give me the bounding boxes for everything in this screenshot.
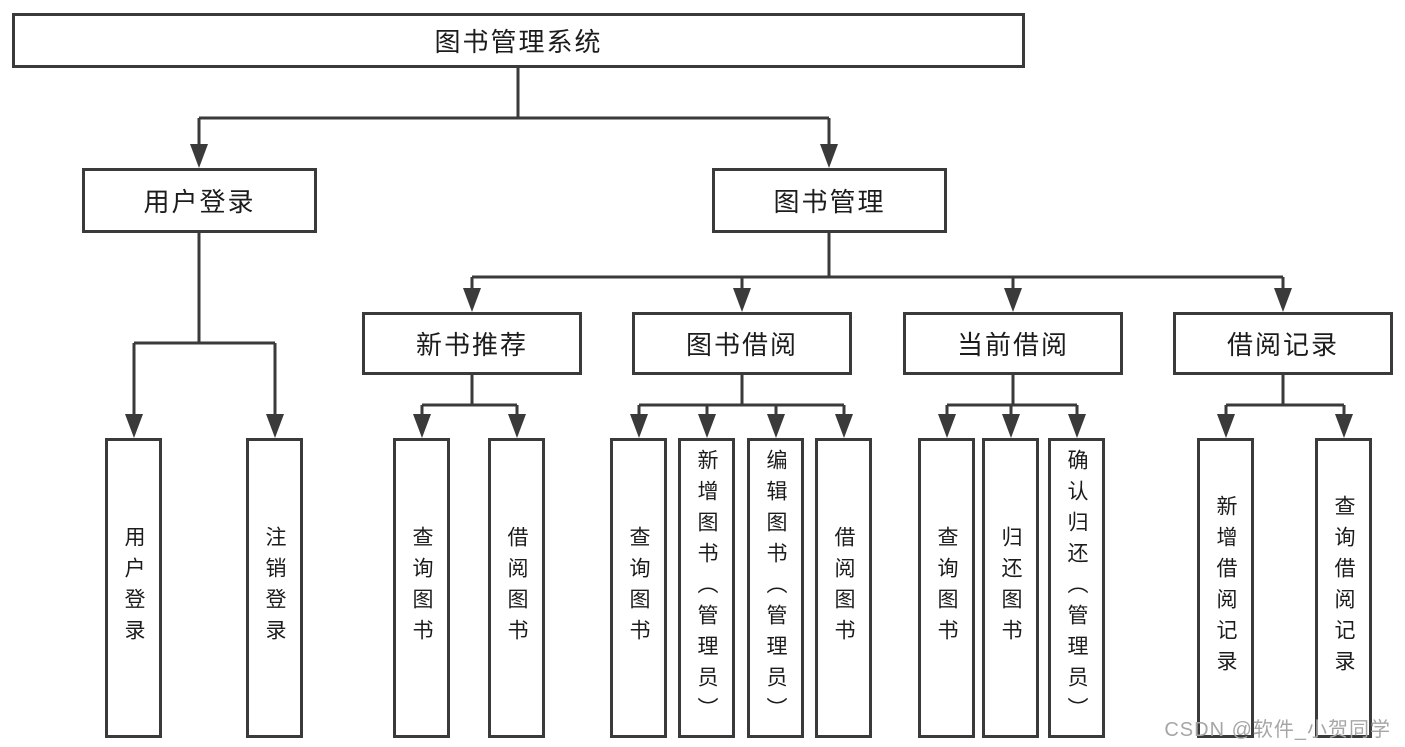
connector-current-to-leaves — [945, 375, 1079, 420]
leaf-newrec-query-books: 查询图书 — [393, 438, 450, 738]
node-root-system: 图书管理系统 — [12, 13, 1025, 68]
connector-book-mgmt-to-sections — [470, 233, 1285, 296]
leaf-borrow-borrow-books: 借阅图书 — [815, 438, 872, 738]
leaf-logout: 注销登录 — [246, 438, 303, 738]
leaf-current-return-books: 归还图书 — [982, 438, 1039, 738]
node-book-management: 图书管理 — [712, 168, 947, 233]
node-new-book-recommend: 新书推荐 — [362, 312, 582, 375]
node-borrow-records: 借阅记录 — [1173, 312, 1393, 375]
leaf-records-query-record: 查询借阅记录 — [1315, 438, 1372, 738]
leaf-borrow-edit-books-admin: 编辑图书（管理员） — [747, 438, 804, 738]
node-book-borrow: 图书借阅 — [632, 312, 852, 375]
leaf-newrec-borrow-books: 借阅图书 — [488, 438, 545, 738]
leaf-records-add-record: 新增借阅记录 — [1197, 438, 1254, 738]
connector-new-books-to-leaves — [420, 375, 519, 420]
leaf-borrow-add-books-admin: 新增图书（管理员） — [678, 438, 735, 738]
leaf-current-query-books: 查询图书 — [918, 438, 975, 738]
connector-records-to-leaves — [1224, 375, 1346, 420]
connector-user-login-to-leaves — [132, 233, 277, 420]
leaf-current-confirm-return-admin: 确认归还（管理员） — [1048, 438, 1105, 738]
connector-borrow-to-leaves — [637, 375, 846, 420]
arrowheads — [125, 144, 1353, 438]
node-current-borrow: 当前借阅 — [903, 312, 1123, 375]
leaf-user-login: 用户登录 — [105, 438, 162, 738]
csdn-watermark: CSDN @软件_小贺同学 — [1164, 719, 1391, 741]
leaf-borrow-query-books: 查询图书 — [610, 438, 667, 738]
connector-root-to-level2 — [197, 68, 831, 150]
node-user-login: 用户登录 — [82, 168, 317, 233]
